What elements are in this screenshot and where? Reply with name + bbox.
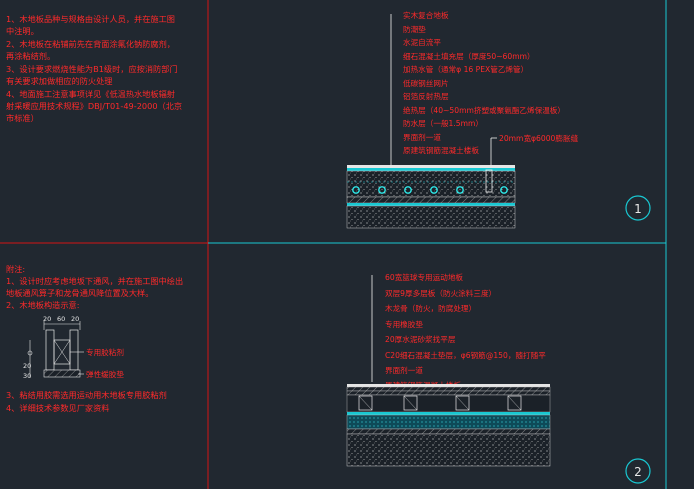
section-number: 2: [634, 465, 642, 479]
layer-label: 60宽篮球专用运动地板: [385, 272, 463, 282]
note-line: 射采暖应用技术规程》DBJ/T01-49-2000（北京: [6, 101, 182, 111]
layer-label: 低碳钢丝网片: [403, 78, 449, 88]
layer-label: 木龙骨（防火，防腐处理）: [385, 303, 476, 313]
layer-label: 实木复合地板: [403, 10, 449, 20]
layer-label: 加热水管（通常φ 16 PEX管乙烯管）: [403, 64, 528, 74]
note-line: 1、设计时应考虑地坂下通风，并在施工图中绘出: [6, 276, 183, 286]
dim-label: 60: [57, 315, 65, 323]
layer-label: 防潮垫: [403, 24, 426, 34]
notes-section-1: 1、木地板品种与规格由设计人员，并在施工图 中注明。 2、木地板在粘铺前先在背面…: [6, 14, 182, 123]
section-1-layer-labels: 实木复合地板 防潮垫 水泥自流平 细石混凝土填充层（厚度50~60mm） 加热水…: [390, 10, 579, 182]
dim-label: 20: [43, 315, 51, 323]
note-line: 4、详细技术参数见厂家资料: [6, 403, 109, 413]
layer-label: 水泥自流平: [403, 37, 441, 47]
layer-label: 专用橡胶垫: [385, 319, 423, 329]
note-line: 地板通风算子和龙骨通风降位置及大样。: [6, 288, 153, 298]
note-line: 4、地面施工注意事项详见《低温热水地板辐射: [6, 89, 175, 99]
layer-label: 20厚水泥砂浆找平层: [385, 334, 456, 344]
layer-label: 双层9厚多层板（防火涂料三度）: [385, 288, 496, 298]
layer-label: 界面剂一道: [403, 132, 441, 142]
layer-label: 界面剂一道: [385, 365, 423, 375]
note-line: 2、木地板在粘铺前先在背面涂氟化钠防腐剂，: [6, 39, 175, 49]
notes-section-2: 附注: 1、设计时应考虑地坂下通风，并在施工图中绘出 地板通风算子和龙骨通风降位…: [6, 264, 183, 413]
section-number: 1: [634, 202, 642, 216]
detail-label: 弹性缓胶垫: [86, 369, 124, 379]
drawing-frame: [0, 0, 667, 489]
dim-label: 20: [23, 362, 31, 370]
section-2-number-badge: 2: [625, 458, 651, 484]
layer-label: 铝箔反射热层: [403, 91, 449, 101]
dim-label: 30: [23, 372, 31, 380]
note-line: 中注明。: [6, 26, 39, 36]
wood-floor-detail: 20 60 20 20 30 专用胶粘剂 弹性缓胶垫: [23, 315, 124, 380]
note-line: 2、木地板构造示意:: [6, 300, 79, 310]
section-2-floor-build-up: [346, 384, 551, 467]
section-1-number-badge: 1: [625, 195, 651, 221]
notes-heading: 附注:: [6, 264, 25, 274]
section-1-floor-build-up: [346, 165, 516, 229]
note-line: 3、粘结用胶需选用运动用木地板专用胶粘剂: [6, 390, 167, 400]
note-line: 再涂粘结剂。: [6, 51, 55, 61]
section-2-layer-labels: 60宽篮球专用运动地板 双层9厚多层板（防火涂料三度） 木龙骨（防火，防腐处理）…: [371, 272, 546, 390]
layer-label: 绝热层（40~50mm挤塑或聚氨酯乙烯保温板）: [403, 105, 565, 115]
note-line: 3、设计要求燃烧性能为B1级时，应按消防部门: [6, 64, 178, 74]
layer-label: C20细石混凝土垫层，φ6钢筋@150，随打随平: [385, 350, 546, 360]
dim-label: 20: [71, 315, 79, 323]
expansion-joint-label: 20mm宽φ6000膨胀缝: [499, 133, 579, 143]
layer-label: 防水层（一般1.5mm）: [403, 118, 483, 128]
layer-label: 原建筑钢筋混凝土楼板: [403, 145, 479, 155]
layer-label: 细石混凝土填充层（厚度50~60mm）: [403, 51, 535, 61]
note-line: 市标准）: [6, 113, 39, 123]
note-line: 有关要求加做相应的防火处理: [6, 76, 112, 86]
note-line: 1、木地板品种与规格由设计人员，并在施工图: [6, 14, 175, 24]
detail-label: 专用胶粘剂: [86, 347, 124, 357]
